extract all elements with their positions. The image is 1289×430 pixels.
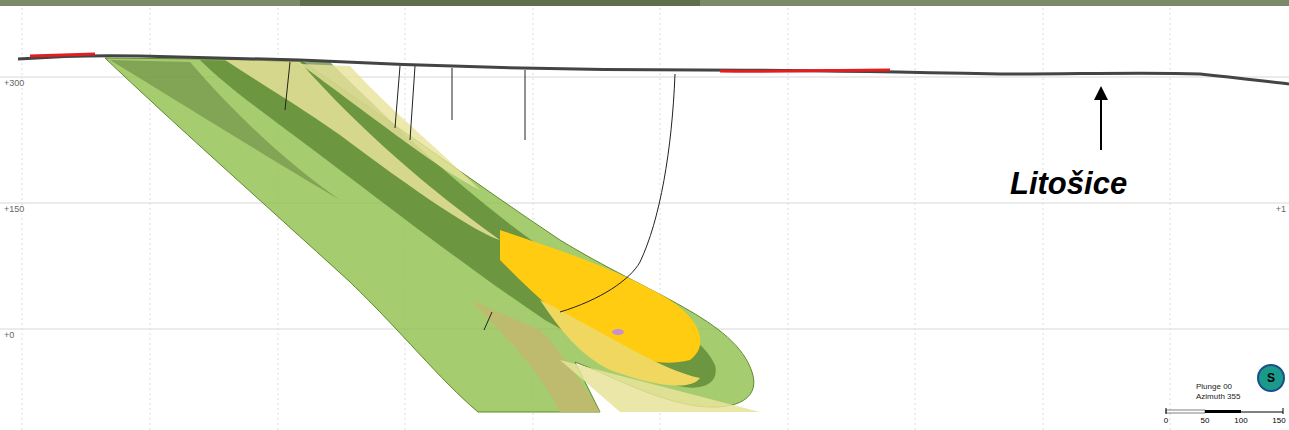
ore-body: [105, 58, 760, 412]
grid: [22, 8, 1170, 430]
elevation-label: +0: [3, 331, 15, 340]
view-label: Azimuth 355: [1196, 393, 1240, 401]
view-label: Plunge 00: [1196, 383, 1232, 391]
elevation-label: +300: [3, 79, 25, 88]
terrain-marker: [30, 54, 95, 56]
scale-bar: [1166, 410, 1205, 413]
aerial-strip: [0, 0, 1289, 6]
terrain-line: [18, 56, 1289, 84]
pointer-arrow: [1100, 98, 1102, 150]
scale-number: 50: [1201, 417, 1210, 425]
elevation-label: +150: [3, 205, 25, 214]
scale-number: 100: [1234, 417, 1247, 425]
scale-bar: [1205, 410, 1241, 413]
pointer-arrow: [1094, 86, 1108, 100]
drill-hole: [285, 62, 675, 330]
scale-bar: [1166, 408, 1283, 414]
elevation-label: +1: [1275, 205, 1287, 214]
scale-number: 0: [1164, 417, 1168, 425]
aerial-strip: [300, 0, 700, 6]
terrain-marker: [720, 70, 890, 71]
scale-number: 150: [1272, 417, 1285, 425]
compass-icon: [1258, 365, 1284, 391]
compass-letter: S: [1267, 372, 1275, 384]
place-name: Litošice: [1010, 168, 1127, 199]
